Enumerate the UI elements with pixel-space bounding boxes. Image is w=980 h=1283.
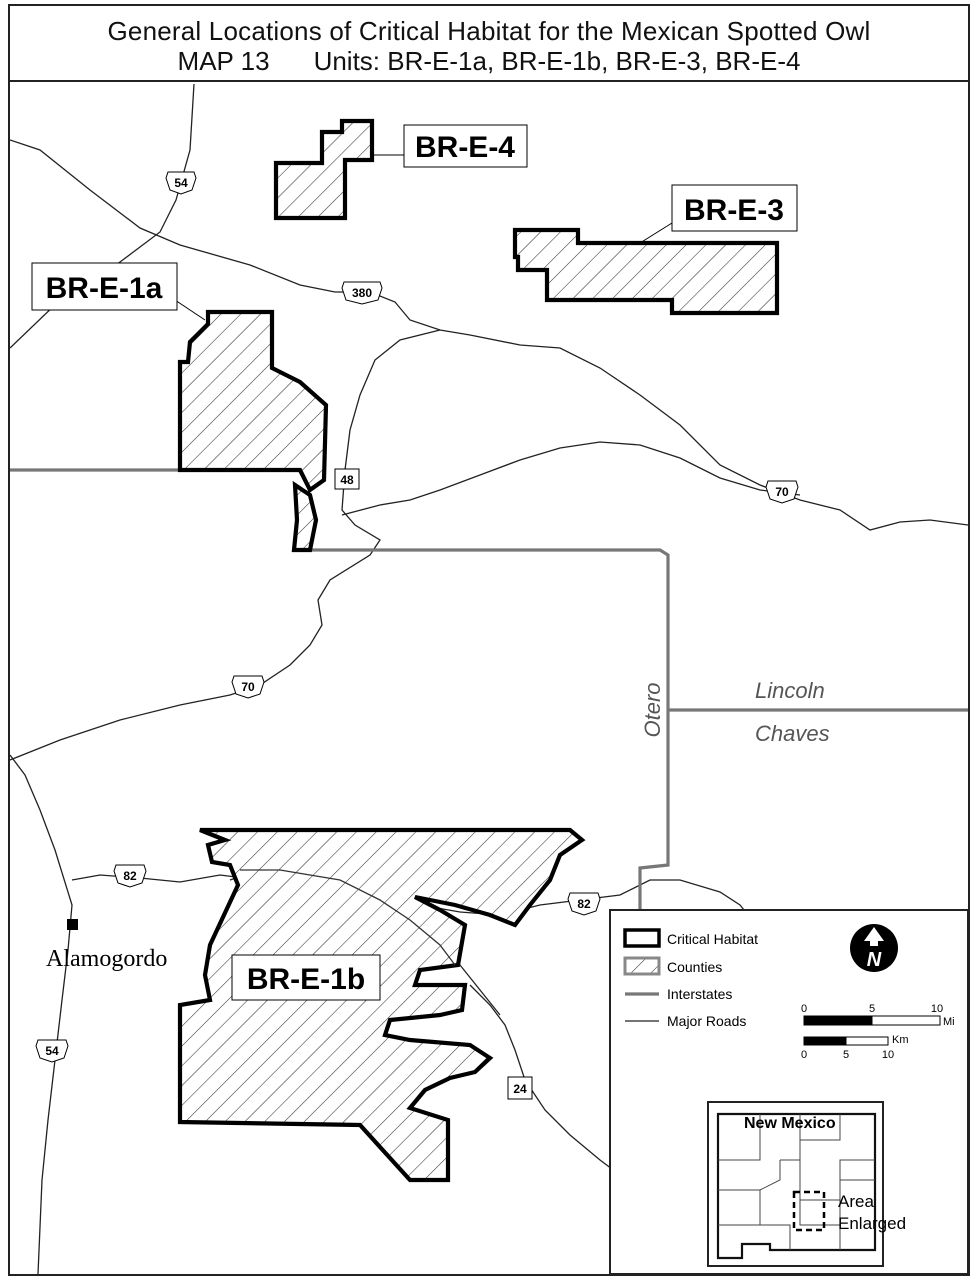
svg-text:10: 10 [882, 1049, 894, 1061]
alamogordo-label: Alamogordo [46, 946, 167, 972]
svg-text:70: 70 [775, 485, 789, 499]
title-line2: MAP 13 Units: BR-E-1a, BR-E-1b, BR-E-3, B… [10, 46, 968, 76]
br-e-1a-label-box [31, 262, 178, 311]
br-e-3-leader [639, 222, 673, 244]
legend: Critical Habitat Counties Interstates Ma… [609, 909, 969, 1275]
legend-critical-habitat-swatch [623, 928, 661, 948]
inset-area-label-line1: Area [838, 1192, 874, 1211]
br-e-1a-label: BR-E-1a [46, 272, 163, 305]
svg-text:82: 82 [577, 897, 591, 911]
br-e-3-label: BR-E-3 [684, 194, 784, 227]
svg-text:48: 48 [340, 473, 354, 487]
br-e-1b-label: BR-E-1b [247, 963, 365, 996]
shield-us54-north: 54 [165, 171, 197, 195]
habitat-br-e-1a[interactable] [177, 309, 329, 494]
county-label-chaves: Chaves [755, 721, 830, 746]
shield-us380: 380 [341, 281, 383, 305]
habitat-br-e-1b[interactable] [177, 827, 586, 1183]
shield-nm48: 48 [334, 468, 360, 490]
br-e-1b-interior-road [240, 869, 456, 966]
legend-counties-swatch [623, 956, 661, 976]
unit-labels: BR-E-4 BR-E-3 BR-E-1a BR-E-1b [31, 124, 798, 1001]
svg-text:24: 24 [513, 1082, 527, 1096]
road-us380 [10, 139, 968, 531]
legend-critical-habitat-label: Critical Habitat [667, 931, 758, 947]
highway-shields: 54 380 48 70 70 82 82 54 [35, 171, 799, 1100]
svg-text:5: 5 [843, 1049, 849, 1061]
legend-major-roads-label: Major Roads [667, 1013, 746, 1029]
br-e-4-label: BR-E-4 [415, 131, 515, 164]
svg-text:Km: Km [892, 1034, 909, 1046]
legend-interstates-label: Interstates [667, 986, 732, 1002]
svg-text:Mi: Mi [943, 1016, 955, 1028]
county-label-lincoln: Lincoln [755, 678, 825, 703]
north-arrow-icon: N [850, 924, 898, 972]
inset-new-mexico-outline [716, 1112, 877, 1260]
svg-text:0: 0 [801, 1049, 807, 1061]
units-list: Units: BR-E-1a, BR-E-1b, BR-E-3, BR-E-4 [313, 46, 801, 76]
habitat-br-e-3[interactable] [512, 227, 780, 316]
br-e-1a-leader [174, 299, 206, 321]
inset-county-lines [718, 1114, 875, 1250]
svg-text:380: 380 [352, 286, 372, 300]
critical-habitat-units [177, 118, 780, 1183]
shield-nm24: 24 [507, 1076, 533, 1100]
br-e-4-label-box [403, 124, 528, 168]
road-us70-east [341, 441, 801, 516]
shield-us70-west: 70 [231, 675, 265, 699]
svg-text:70: 70 [241, 680, 255, 694]
legend-counties-label: Counties [667, 959, 722, 975]
place-alamogordo: Alamogordo [46, 919, 167, 972]
svg-text:82: 82 [123, 869, 137, 883]
city-marker-icon [67, 919, 78, 930]
shield-us82-east: 82 [567, 892, 601, 916]
br-e-1b-label-box [231, 954, 381, 1001]
shield-us54-south: 54 [35, 1039, 69, 1063]
inset-area-enlarged-box [792, 1190, 826, 1232]
shield-us82-west: 82 [113, 864, 147, 888]
inset-title: New Mexico [744, 1115, 836, 1132]
inset-map: New Mexico Area Enlarged [707, 1101, 906, 1267]
map-frame: General Locations of Critical Habitat fo… [8, 4, 970, 1276]
habitat-br-e-1a-tail[interactable] [291, 480, 319, 553]
scale-bar-km: 0 5 10 Km [801, 1034, 909, 1061]
road-nm48 [10, 329, 441, 761]
map-title: General Locations of Critical Habitat fo… [10, 6, 968, 82]
map-number: MAP 13 [177, 46, 270, 76]
habitat-br-e-4[interactable] [273, 118, 375, 221]
county-labels: Otero Lincoln Chaves [640, 678, 830, 746]
svg-text:0: 0 [801, 1003, 807, 1015]
road-us54-south [10, 754, 73, 1274]
svg-text:N: N [867, 949, 882, 971]
scale-bar-miles: 0 5 10 Mi [801, 1003, 955, 1028]
br-e-3-label-box [671, 184, 798, 232]
title-line1: General Locations of Critical Habitat fo… [107, 16, 871, 46]
county-label-otero: Otero [640, 682, 665, 737]
svg-text:10: 10 [931, 1003, 943, 1015]
svg-text:54: 54 [174, 176, 188, 190]
inset-area-label-line2: Enlarged [838, 1214, 906, 1233]
shield-us70-east: 70 [765, 480, 799, 504]
svg-text:5: 5 [869, 1003, 875, 1015]
svg-text:54: 54 [45, 1044, 59, 1058]
road-nm24 [469, 984, 621, 1176]
